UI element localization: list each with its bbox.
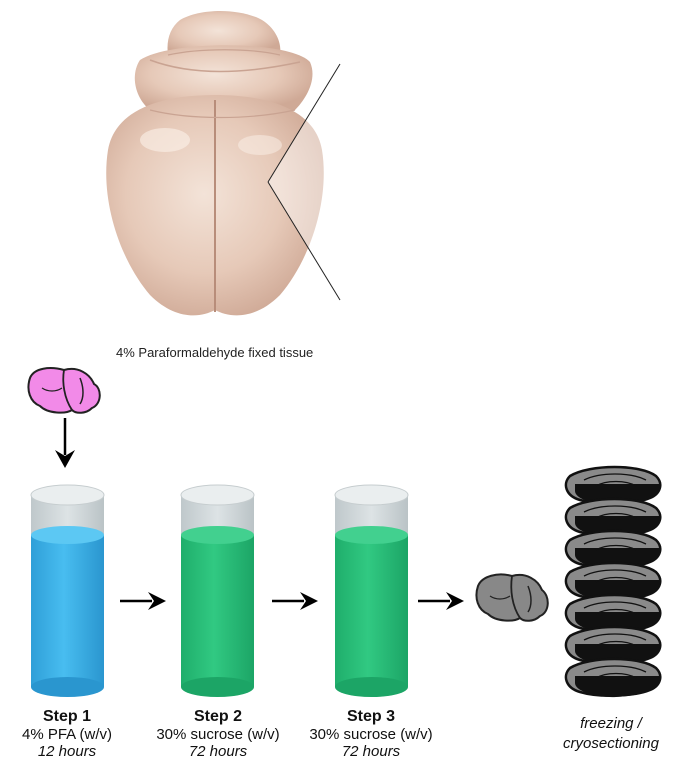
arrow-right-1 <box>120 592 166 610</box>
step-time: 72 hours <box>301 743 441 760</box>
step-time: 12 hours <box>7 743 127 760</box>
tube-step-2 <box>181 485 254 697</box>
frozen-brain-icon <box>476 574 547 620</box>
arrow-right-3 <box>418 592 464 610</box>
arrow-right-2 <box>272 592 318 610</box>
tube-step-1 <box>31 485 104 697</box>
final-line-2: cryosectioning <box>549 734 673 754</box>
tube-step-3 <box>335 485 408 697</box>
step-title: Step 2 <box>148 708 288 726</box>
pink-brain-icon <box>28 368 99 413</box>
photo-caption: 4% Paraformaldehyde fixed tissue <box>116 345 356 360</box>
step-title: Step 1 <box>7 708 127 726</box>
brain-sections-stack <box>566 467 660 697</box>
arrow-down <box>55 418 75 468</box>
fixed-brain-photo <box>106 11 340 315</box>
step-solution: 30% sucrose (w/v) <box>148 726 288 743</box>
final-line-1: freezing / <box>549 714 673 734</box>
step-time: 72 hours <box>148 743 288 760</box>
final-stage-label: freezing / cryosectioning <box>549 714 673 754</box>
step-solution: 4% PFA (w/v) <box>7 726 127 743</box>
step-3-label: Step 3 30% sucrose (w/v) 72 hours <box>301 708 441 760</box>
step-title: Step 3 <box>301 708 441 726</box>
step-1-label: Step 1 4% PFA (w/v) 12 hours <box>7 708 127 760</box>
step-2-label: Step 2 30% sucrose (w/v) 72 hours <box>148 708 288 760</box>
step-solution: 30% sucrose (w/v) <box>301 726 441 743</box>
